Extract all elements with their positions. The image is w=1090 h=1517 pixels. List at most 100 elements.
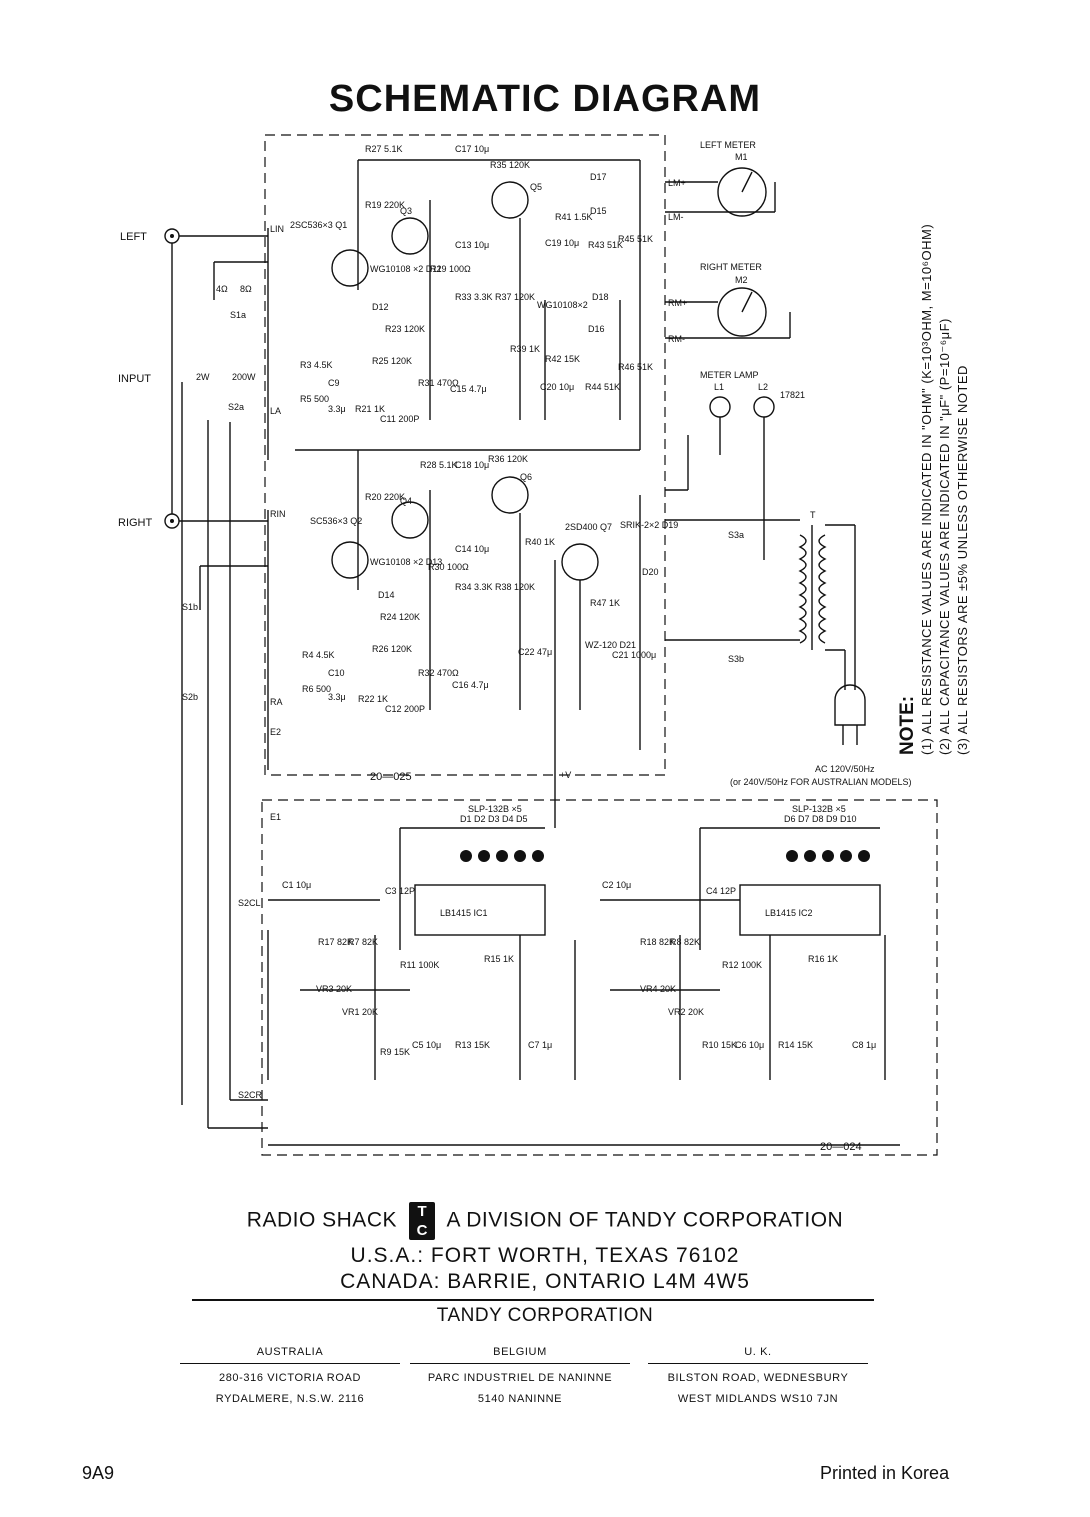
led-left-part: SLP-132B ×5 [468,804,522,814]
transistor-q4 [391,501,429,539]
part-d11: WG10108 ×2 D11 [370,264,442,274]
transistor-q3 [391,217,429,255]
switch-s3b: S3b [728,654,744,664]
part-c15: C15 4.7μ [450,384,487,394]
part-r34: R34 3.3K [455,582,493,592]
note-2: (2) ALL CAPACITANCE VALUES ARE INDICATED… [937,318,952,755]
terminal-rm-minus: RM- [668,334,685,344]
part-d16: D16 [588,324,605,334]
meter-lamp-label: METER LAMP [700,370,759,380]
led-left-ids: D1 D2 D3 D4 D5 [460,814,528,824]
page-title: SCHEMATIC DIAGRAM [328,78,762,120]
part-r17: R17 82K [318,937,353,947]
lamp-part-label: 17821 [780,390,805,400]
supply-plus-v: +V [560,770,571,780]
ic2-lb1415 [739,884,881,936]
part-c22: C22 47μ [518,647,552,657]
transistor-q2 [331,541,369,579]
switch-s3a: S3a [728,530,744,540]
amplifier-board-outline [264,134,666,776]
part-r35: R35 120K [490,160,530,170]
part-d13: WG10108 ×2 D13 [370,557,442,567]
left-label: LEFT [120,231,147,243]
ic1-lb1415 [414,884,546,936]
transformer-t-label: T [810,510,816,520]
transformer-secondary [818,534,827,644]
canada-address: CANADA: BARRIE, ONTARIO L4M 4W5 [340,1270,750,1293]
m1-label: M1 [735,152,748,162]
document-code: 9A9 [82,1463,115,1483]
part-r37: R37 120K [495,292,535,302]
led-right-part: SLP-132B ×5 [792,804,846,814]
part-c20: C20 10μ [540,382,574,392]
office-belgium-line1: PARC INDUSTRIEL DE NANINNE [427,1372,613,1384]
part-r11: R11 100K [400,960,439,970]
note-1: (1) ALL RESISTANCE VALUES ARE INDICATED … [919,224,934,755]
impedance-8ohm-label: 8Ω [240,284,252,294]
power-2w-label: 2W [196,372,210,382]
part-r18: R18 82K [640,937,675,947]
part-c9-value: 3.3μ [328,404,346,414]
part-c11: C11 200P [380,414,419,424]
part-c10-value: 3.3μ [328,692,346,702]
terminal-s2cr: S2CR [238,1090,263,1100]
m2-label: M2 [735,275,748,285]
part-r5: R5 500 [300,394,329,404]
part-r8: R8 82K [670,937,700,947]
part-r47: R47 1K [590,598,620,608]
part-vr2: VR2 20K [668,1007,704,1017]
part-r3: R3 4.5K [300,360,333,370]
part-r10: R10 15K [702,1040,737,1050]
left-meter-m1 [717,167,767,217]
switch-s1a: S1a [230,310,246,320]
meter-lamp-l2 [753,396,775,418]
ac-input-label: AC 120V/50Hz [815,764,875,774]
transformer-primary [798,534,807,644]
terminal-e2: E2 [270,727,281,737]
office-australia-line2: RYDALMERE, N.S.W. 2116 [215,1393,365,1405]
part-r6: R6 500 [302,684,331,694]
part-r41: R41 1.5K [555,212,593,222]
office-uk-line1: BILSTON ROAD, WEDNESBURY [667,1372,849,1384]
part-q6: Q6 [520,472,532,482]
transistor-q7 [561,543,599,581]
part-d21: WZ-120 D21 [585,640,636,650]
part-r25: R25 120K [372,356,412,366]
terminal-lin: LIN [270,224,284,234]
terminal-rin: RIN [270,509,286,519]
part-r29: R29 100Ω [430,264,471,274]
part-r21: R21 1K [355,404,385,414]
office-divider [410,1363,630,1364]
office-uk-line2: WEST MIDLANDS WS10 7JN [677,1393,839,1405]
part-r39: R39 1K [510,344,540,354]
part-wg10108-pair: WG10108×2 [537,300,588,310]
part-c17: C17 10μ [455,144,489,154]
part-d19: SRIK-2×2 D19 [620,520,678,530]
right-meter-label: RIGHT METER [700,262,762,272]
transistor-q1 [331,249,369,287]
part-c7: C7 1μ [528,1040,552,1050]
part-d20: D20 [642,567,659,577]
part-vr4: VR4 20K [640,984,676,994]
part-r40: R40 1K [525,537,555,547]
right-label: RIGHT [118,517,153,529]
part-r14: R14 15K [778,1040,813,1050]
switch-s2b: S2b [182,692,198,702]
terminal-s2cl: S2CL [238,898,261,908]
office-belgium-line2: 5140 NANINNE [477,1393,563,1405]
division-text: A DIVISION OF TANDY CORPORATION [446,1208,844,1232]
office-country-australia: AUSTRALIA [256,1346,324,1358]
part-c4: C4 12P [706,886,736,896]
input-label: INPUT [118,373,151,385]
part-c14: C14 10μ [455,544,489,554]
part-r44: R44 51K [585,382,620,392]
part-r28: R28 5.1K [420,460,458,470]
part-r13: R13 15K [455,1040,490,1050]
transistor-q6 [491,476,529,514]
part-q5: Q5 [530,182,542,192]
part-c19: C19 10μ [545,238,579,248]
part-d18: D18 [592,292,609,302]
part-vr1: VR1 20K [342,1007,378,1017]
part-c10: C10 [328,668,345,678]
usa-address: U.S.A.: FORT WORTH, TEXAS 76102 [350,1244,740,1267]
